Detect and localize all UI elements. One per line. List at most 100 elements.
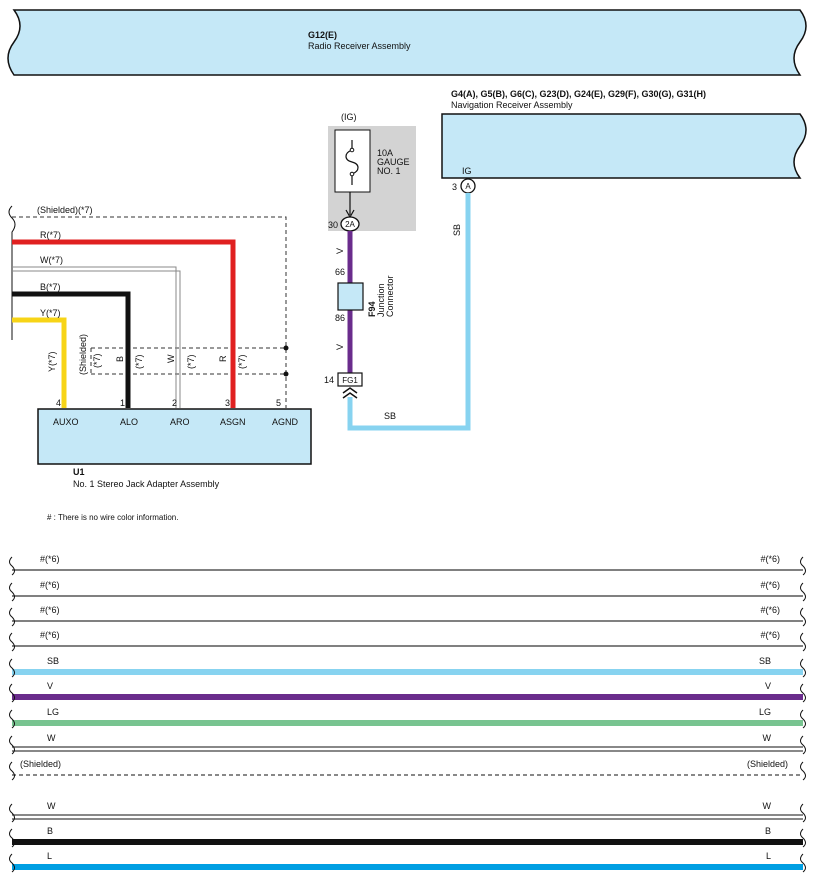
nav-receiver-name: Navigation Receiver Assembly bbox=[451, 100, 573, 110]
shield-outline bbox=[12, 216, 287, 408]
shield-top-label: (Shielded)(*7) bbox=[37, 205, 93, 215]
bus-wire-label-right-shielded: (Shielded) bbox=[747, 759, 788, 769]
wire-break-mark bbox=[9, 632, 15, 652]
junction-line2: Connector bbox=[385, 275, 395, 317]
radio-receiver-name: Radio Receiver Assembly bbox=[308, 41, 411, 51]
pin-name-alo: ALO bbox=[120, 417, 138, 427]
r-wire bbox=[12, 239, 236, 408]
wire-break-mark bbox=[800, 683, 806, 703]
wire-break-mark bbox=[800, 709, 806, 729]
junction-pin-top: 66 bbox=[335, 267, 345, 277]
fuse-circuit: (IG) bbox=[341, 112, 357, 122]
sb-horizontal-label: SB bbox=[384, 411, 396, 421]
wire-break-mark bbox=[9, 658, 15, 678]
bus-wire-label-left-sb: SB bbox=[47, 656, 59, 666]
nav-receiver-box bbox=[441, 113, 807, 179]
wire-break-mark bbox=[800, 658, 806, 678]
bus-wire-label-right-w: W bbox=[763, 733, 772, 743]
wire-break-mark bbox=[800, 803, 806, 823]
pin-number-aro: 2 bbox=[172, 398, 177, 408]
bus-wire-label-right-6: #(*6) bbox=[760, 580, 780, 590]
wire-break-mark bbox=[800, 853, 806, 873]
bus-wire-label-left-6: #(*6) bbox=[40, 580, 60, 590]
wire-color-note: # : There is no wire color information. bbox=[47, 513, 178, 522]
nav-pin-label: IG bbox=[462, 166, 472, 176]
vlabel-w: W bbox=[166, 354, 176, 363]
wire-break-mark bbox=[800, 582, 806, 602]
nav-connector-label: A bbox=[465, 182, 471, 191]
r-wire-label: R(*7) bbox=[40, 230, 61, 240]
pin-name-auxo: AUXO bbox=[53, 417, 79, 427]
bus-wire-label-left-w: W bbox=[47, 801, 56, 811]
wire-break-mark bbox=[9, 761, 15, 781]
y-wire-label: Y(*7) bbox=[40, 308, 61, 318]
bus-wire-label-left-lg: LG bbox=[47, 707, 59, 717]
wire-break-mark bbox=[9, 828, 15, 848]
vlabel-shield-note: (*7) bbox=[92, 353, 102, 368]
bus-wire-label-right-v: V bbox=[765, 681, 771, 691]
v-wire-label-upper: V bbox=[335, 248, 345, 254]
vlabel-b-note: (*7) bbox=[134, 354, 144, 369]
left-break-mark bbox=[8, 205, 16, 340]
pin-name-aro: ARO bbox=[170, 417, 190, 427]
bus-wire-label-left-6: #(*6) bbox=[40, 605, 60, 615]
bus-wire-label-right-6: #(*6) bbox=[760, 630, 780, 640]
wire-break-mark bbox=[800, 632, 806, 652]
w-wire-label: W(*7) bbox=[40, 255, 63, 265]
fuse-terminal-top bbox=[349, 147, 355, 153]
sb-wire bbox=[347, 193, 471, 431]
fuse-pin-number: 30 bbox=[328, 220, 338, 230]
wire-break-mark bbox=[9, 582, 15, 602]
w-wire bbox=[12, 266, 181, 408]
pin-number-auxo: 4 bbox=[56, 398, 61, 408]
vlabel-r: R bbox=[218, 355, 228, 362]
fg1-chevron-2 bbox=[342, 392, 358, 399]
shield-junction-dot-2 bbox=[283, 371, 289, 377]
radio-receiver-box bbox=[7, 9, 807, 76]
bus-wire-label-right-6: #(*6) bbox=[760, 605, 780, 615]
stereo-jack-code: U1 bbox=[73, 467, 85, 477]
bus-wire-label-right-sb: SB bbox=[759, 656, 771, 666]
junction-code: F94 bbox=[367, 301, 377, 317]
bus-wire-label-right-6: #(*6) bbox=[760, 554, 780, 564]
fuse-connector-label: 2A bbox=[345, 220, 355, 229]
sb-vertical-label: SB bbox=[452, 224, 462, 236]
bus-wire-label-right-b: B bbox=[765, 826, 771, 836]
bus-wire-label-left-6: #(*6) bbox=[40, 630, 60, 640]
wire-break-mark bbox=[9, 735, 15, 755]
vlabel-r-note: (*7) bbox=[237, 354, 247, 369]
wire-break-mark bbox=[9, 853, 15, 873]
bus-wire-label-left-b: B bbox=[47, 826, 53, 836]
fuse-line1: GAUGE bbox=[377, 157, 410, 167]
y-wire bbox=[12, 317, 67, 408]
junction-line1: Junction bbox=[376, 283, 386, 317]
vlabel-shielded: (Shielded) bbox=[78, 334, 88, 375]
v-wire-label-lower: V bbox=[335, 344, 345, 350]
pin-name-agnd: AGND bbox=[272, 417, 299, 427]
b-wire-label: B(*7) bbox=[40, 282, 61, 292]
b-wire bbox=[12, 291, 131, 408]
bus-wire-label-left-shielded: (Shielded) bbox=[20, 759, 61, 769]
bus-wire-label-right-w: W bbox=[763, 801, 772, 811]
vlabel-w-note: (*7) bbox=[186, 354, 196, 369]
vlabel-y: Y(*7) bbox=[47, 351, 57, 372]
bus-wire-label-right-lg: LG bbox=[759, 707, 771, 717]
shield-junction-dot-1 bbox=[283, 345, 289, 351]
pin-number-alo: 1 bbox=[120, 398, 125, 408]
wire-break-mark bbox=[800, 607, 806, 627]
wire-break-mark bbox=[9, 607, 15, 627]
bus-wire-label-right-l: L bbox=[766, 851, 771, 861]
fuse-line2: NO. 1 bbox=[377, 166, 401, 176]
fg1-pin-number: 14 bbox=[324, 375, 334, 385]
bus-wire-label-left-l: L bbox=[47, 851, 52, 861]
wire-break-mark bbox=[9, 683, 15, 703]
fg1-connector-label: FG1 bbox=[342, 376, 358, 385]
pin-number-asgn: 3 bbox=[225, 398, 230, 408]
bus-wire-group: #(*6)#(*6)#(*6)#(*6)#(*6)#(*6)#(*6)#(*6)… bbox=[9, 554, 806, 873]
fg1-connector bbox=[337, 372, 363, 387]
stereo-jack-box bbox=[37, 408, 312, 465]
stereo-jack-name: No. 1 Stereo Jack Adapter Assembly bbox=[73, 479, 220, 489]
nav-receiver-code: G4(A), G5(B), G6(C), G23(D), G24(E), G29… bbox=[451, 89, 706, 99]
fuse-rating: 10A bbox=[377, 148, 393, 158]
wire-break-mark bbox=[800, 556, 806, 576]
